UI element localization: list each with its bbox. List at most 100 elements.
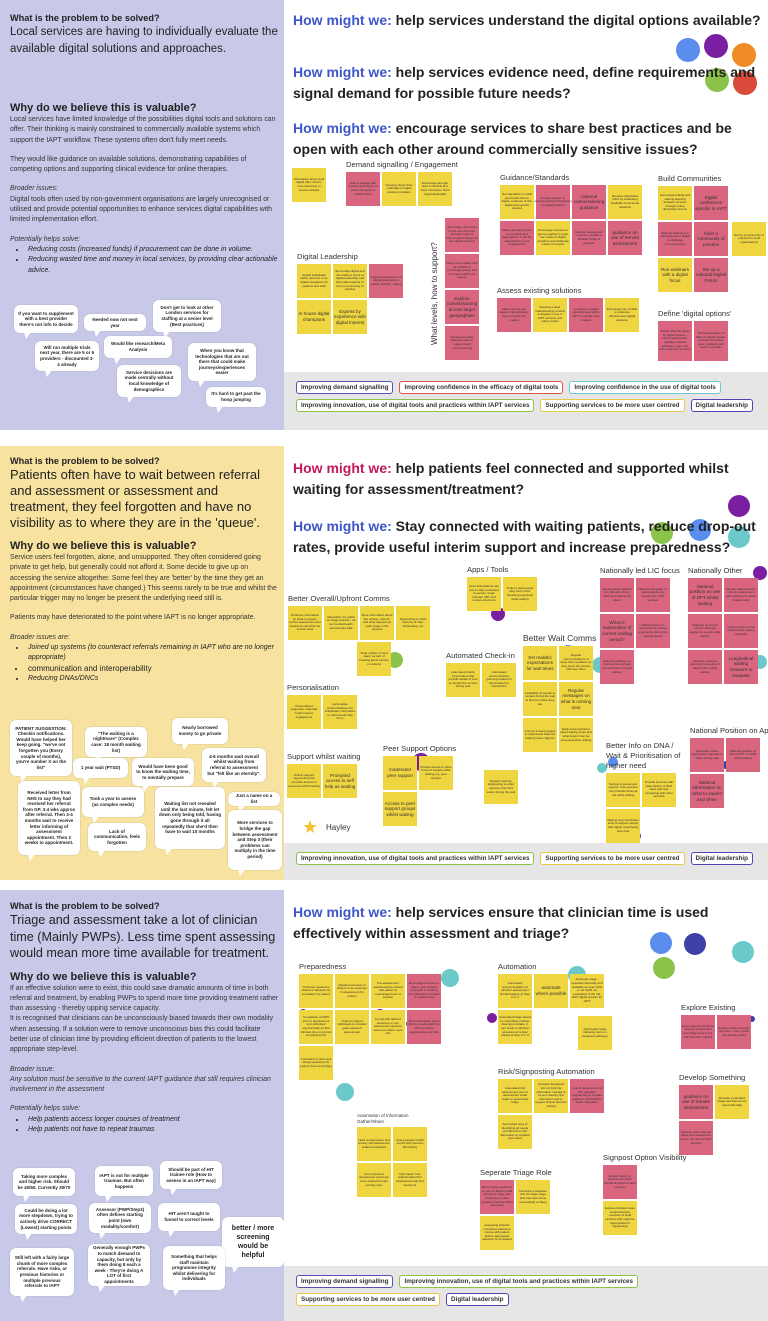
sticky-note[interactable]: Longitudinal waiting measure to evaluate [724, 650, 758, 684]
sticky-note[interactable]: Tools to support individuals to consider… [335, 1010, 369, 1044]
sticky-note[interactable]: Define what we mean by digital options -… [658, 321, 692, 361]
sticky-note[interactable]: build a community of practice [694, 222, 728, 256]
sticky-note[interactable]: automate where possible [534, 974, 568, 1008]
sticky-note[interactable]: Availability of people to contact during… [523, 682, 557, 716]
sticky-note[interactable]: Online support/ signposting that provide… [287, 764, 321, 798]
sticky-note[interactable]: Links to depression and anxiety self ass… [357, 1127, 391, 1161]
dot-vote-marker[interactable] [487, 1013, 497, 1023]
dot-vote-marker[interactable] [684, 933, 706, 955]
legend-chip[interactable]: Improving innovation, use of digital too… [296, 852, 535, 865]
sticky-note[interactable]: Develop template business case to suppor… [445, 326, 479, 360]
sticky-note[interactable]: Mapping of current service offerings app… [688, 614, 722, 648]
sticky-note[interactable]: Make national position on products and a… [500, 221, 534, 255]
legend-chip[interactable]: Improving confidence in the use of digit… [569, 381, 721, 394]
sticky-note[interactable]: personalise communications for individua… [323, 695, 357, 729]
legend-chip[interactable]: Supporting services to be more user cent… [540, 399, 685, 412]
sticky-note[interactable]: National guidance on what services shoul… [600, 650, 634, 684]
sticky-note[interactable]: Look at what can be offered while waitin… [724, 614, 758, 648]
sticky-note[interactable]: Auto-populate health record with previou… [393, 1127, 427, 1161]
legend-chip[interactable]: Digital leadership [690, 399, 754, 412]
sticky-note[interactable]: Digital conference specific to IAPT [694, 186, 728, 220]
dot-vote-marker[interactable] [749, 1016, 755, 1022]
sticky-note[interactable]: Encourage the toolkit to develop assessm… [681, 1015, 715, 1049]
dot-vote-marker[interactable] [705, 68, 729, 92]
sticky-note[interactable]: Clear outline of 'next steps' as part of… [357, 642, 391, 676]
sticky-note[interactable]: Ensure clinicians have comprehensive ove… [603, 1201, 637, 1235]
sticky-note[interactable]: Encourage use of data to evidence effect… [605, 298, 639, 332]
sticky-note[interactable]: Increase proactive warnings for people o… [688, 650, 722, 684]
dot-vote-marker[interactable] [704, 34, 728, 58]
sticky-note[interactable]: Encourage stronger links to AHSNs and ot… [418, 172, 452, 206]
sticky-note[interactable]: In house digital champions [297, 300, 331, 334]
sticky-note[interactable]: National campaign on what patients can e… [636, 578, 670, 612]
sticky-note[interactable]: Provide access to other forms of support… [419, 756, 453, 790]
sticky-note[interactable]: Provide services with clear picture of D… [642, 773, 676, 807]
sticky-note[interactable]: Early communication about waiting times … [559, 718, 593, 752]
sticky-note[interactable]: Set up a community of practice for local… [732, 222, 766, 256]
sticky-note[interactable]: National position on use of DPT whilst w… [688, 578, 722, 612]
sticky-note[interactable]: Support development of digital leadershi… [369, 264, 403, 298]
legend-chip[interactable]: Improving innovation, use of digital too… [296, 399, 535, 412]
sticky-note[interactable]: Automated triage based on most likely pr… [498, 1010, 532, 1044]
sticky-note[interactable]: guidance on use of remote assessment [679, 1085, 713, 1119]
sticky-note[interactable]: Place more steady with the AHSNs to enco… [445, 254, 479, 288]
sticky-note[interactable]: Nationally written appropriate materials… [690, 738, 724, 772]
sticky-note[interactable]: Regular communications to keep them upda… [559, 646, 593, 680]
sticky-note[interactable]: Introduce a separate role for triage sta… [516, 1180, 550, 1214]
sticky-note[interactable]: Pre-assessment questionnaires shared wit… [371, 974, 405, 1008]
dot-vote-marker[interactable] [441, 969, 459, 987]
sticky-note[interactable]: More information about what is needed wi… [407, 1010, 441, 1044]
sticky-note[interactable]: Ensure clarity on services that IAPT sho… [603, 1165, 637, 1199]
sticky-note[interactable]: Make sure we are aware of all solutions,… [497, 298, 531, 332]
sticky-note[interactable]: Encourage services to take a user centre… [407, 974, 441, 1008]
sticky-note[interactable]: Forms with tailored questions or pre-ass… [371, 1010, 405, 1044]
sticky-note[interactable]: Waiting list prioritisation tools to sup… [606, 809, 640, 843]
sticky-note[interactable]: Detailed overview of what is to be expec… [335, 974, 369, 1008]
dot-vote-marker[interactable] [336, 1083, 354, 1101]
sticky-note[interactable]: Consistent content and design questions … [299, 1046, 333, 1080]
dot-vote-marker[interactable] [733, 71, 757, 95]
sticky-note[interactable]: Share description of different digital o… [694, 321, 728, 361]
sticky-note[interactable]: Automated communication (journeys based … [482, 663, 516, 697]
sticky-note[interactable]: Comms to keep people to understand what … [523, 718, 557, 752]
sticky-note[interactable]: Encourage digital and role leads to focu… [333, 264, 367, 298]
dot-vote-marker[interactable] [753, 566, 767, 580]
sticky-note[interactable]: Encourage finding and sharing learning b… [658, 186, 692, 220]
sticky-note[interactable]: Information about local digital offer, w… [292, 168, 326, 202]
sticky-note[interactable]: Assessing clinician completes treatment … [480, 1216, 514, 1250]
sticky-note[interactable]: More information about the service, upfr… [360, 606, 394, 640]
sticky-note[interactable]: Automated check-in/reminders that provid… [446, 663, 480, 697]
dot-vote-marker[interactable] [597, 763, 607, 773]
dot-vote-marker[interactable] [728, 526, 750, 548]
sticky-note[interactable]: Best practice guidance on use of differe… [480, 1180, 514, 1214]
sticky-note[interactable]: Automated triage following docs on desig… [578, 1016, 612, 1050]
legend-chip[interactable]: Improving innovation, use of digital too… [399, 1275, 638, 1288]
sticky-note[interactable]: Outcome measures shared in advance for c… [299, 974, 333, 1008]
sticky-note[interactable]: Develop a clear understanding of what is… [533, 298, 567, 332]
dot-vote-marker[interactable] [387, 652, 403, 668]
sticky-note[interactable]: Explore commissioning across larger geog… [445, 290, 479, 324]
sticky-note[interactable]: What is explanation of current waiting p… [600, 614, 634, 648]
sticky-note[interactable]: Standardised material for GPs and info o… [600, 578, 634, 612]
sticky-note[interactable]: Develop assessment criteria to enable a … [572, 221, 606, 255]
sticky-note[interactable]: Monitor waits between referral, assessme… [724, 578, 758, 612]
sticky-note[interactable]: Information for public on triage process… [324, 606, 358, 640]
dot-vote-marker[interactable] [732, 43, 756, 67]
sticky-note[interactable]: A registry of digital currently used wit… [569, 298, 603, 332]
sticky-note[interactable]: Run webinars with a digital focus [658, 258, 692, 292]
sticky-note[interactable]: Prompted access to self help as waiting [323, 764, 357, 798]
sticky-note[interactable]: Regular messages on what is coming next [559, 682, 593, 716]
legend-chip[interactable]: Supporting services to be more user cent… [540, 852, 685, 865]
sticky-note[interactable]: Look at development of API, standard eng… [570, 1079, 604, 1113]
sticky-note[interactable]: List of previous assessment outcomes to … [357, 1163, 391, 1197]
sticky-note[interactable]: Automated area of identifying all needs … [498, 1115, 532, 1149]
sticky-note[interactable]: Support network, signposting to other se… [484, 770, 518, 804]
sticky-note[interactable]: Access to peer support groups whilst wai… [383, 792, 417, 826]
sticky-note[interactable]: Tools to help people help their mood, br… [503, 577, 537, 611]
sticky-note[interactable]: guidance on use of remote assessment [608, 221, 642, 255]
sticky-note[interactable]: moderated peer support [383, 756, 417, 790]
sticky-note[interactable]: Develop clear national triage and assess… [679, 1121, 713, 1155]
sticky-note[interactable]: national commissioning guidance [572, 185, 606, 219]
sticky-note[interactable]: How to engage with product developers to… [346, 172, 380, 206]
dot-vote-marker[interactable] [653, 957, 675, 979]
